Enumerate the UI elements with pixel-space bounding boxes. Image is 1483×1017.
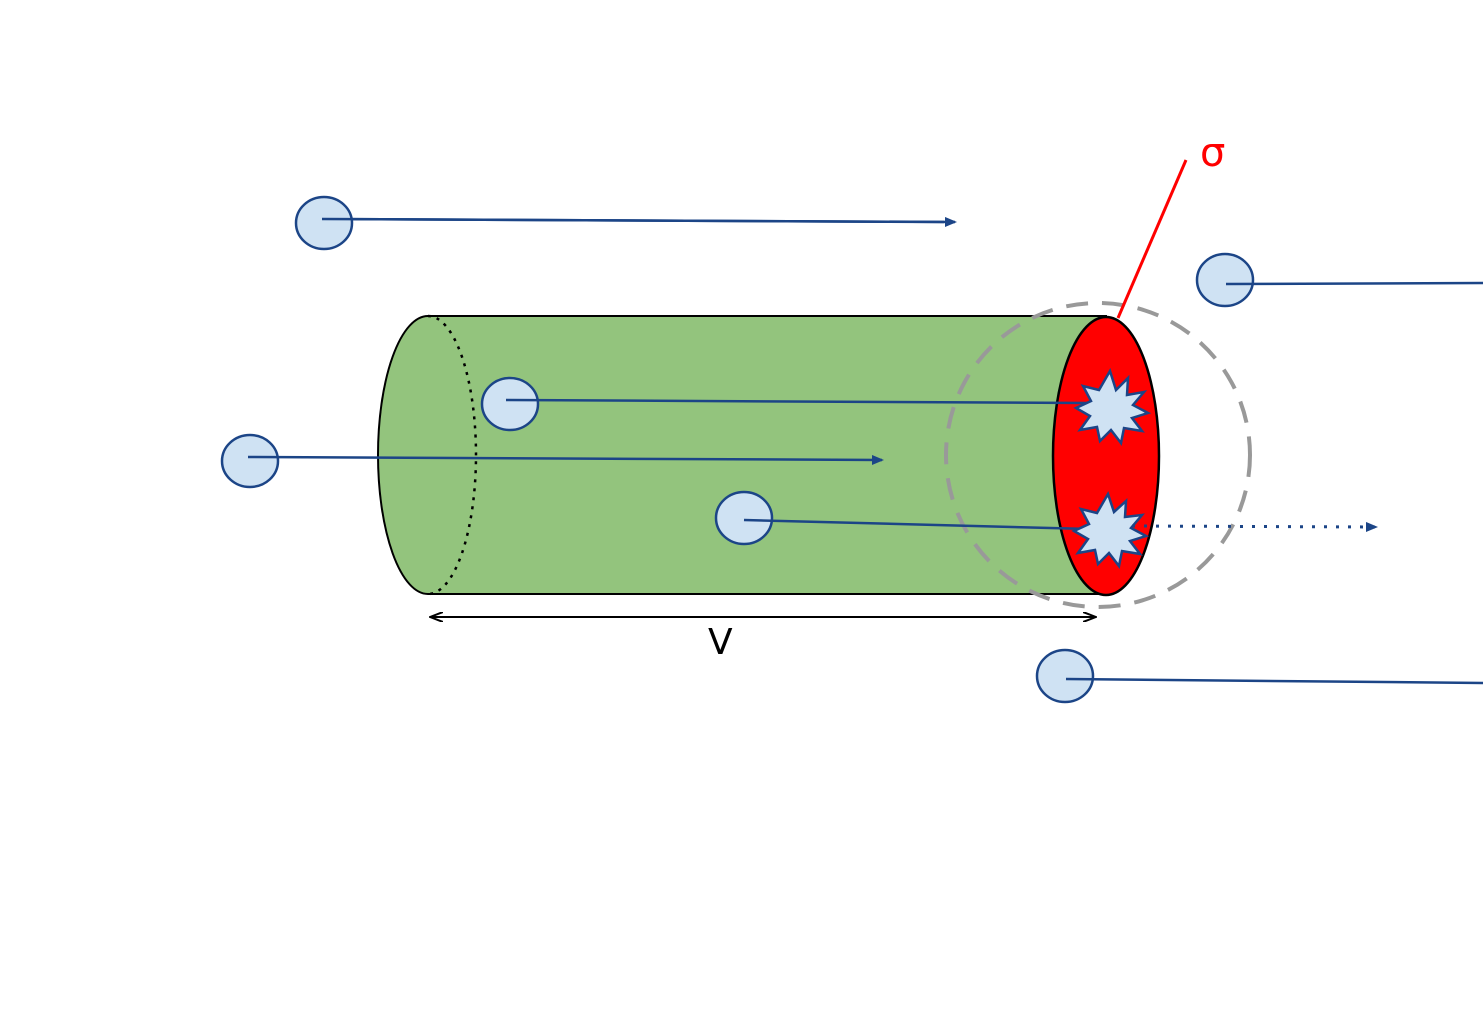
collision-starburst-icon [1071,490,1150,569]
particle-track [321,217,945,224]
scattered-track-dotted [1131,521,1378,532]
particle-track [743,518,1091,531]
particle-track [1065,677,1483,685]
particle-circle-icon [1035,648,1095,704]
cylinder-back-edge [427,314,478,596]
sigma-label: σ [1200,130,1225,176]
particle-circle-icon [294,195,354,251]
particle-circle-icon [480,376,540,432]
interaction-sphere-outline [944,301,1252,609]
particle-circle-icon [1195,252,1255,308]
particle-track [505,398,1089,405]
length-label: V [708,622,733,663]
sigma-pointer-line [1116,159,1188,319]
cylinder-body [377,315,1107,595]
particle-track [1225,281,1483,286]
collision-starburst-icon [1073,367,1152,446]
particle-circle-icon [220,433,280,489]
particle-track [247,454,884,465]
particle-circle-icon [714,490,774,546]
